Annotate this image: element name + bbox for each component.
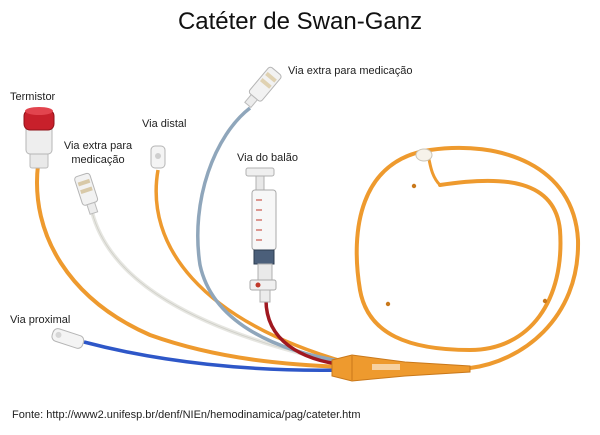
- proximal-connector: [51, 328, 85, 349]
- label-termistor: Termistor: [10, 91, 56, 103]
- label-extra-left-line2: medicação: [71, 154, 125, 166]
- balloon-tip: [415, 148, 433, 162]
- proximal-tube: [83, 340, 346, 372]
- thermistor-connector: [23, 107, 55, 169]
- label-extra-left-line1: Via extra para: [63, 140, 133, 152]
- catheter-loop-tube: [354, 145, 581, 370]
- thermistor-tube: [35, 164, 346, 369]
- extra-top-tube: [196, 106, 346, 364]
- balloon-syringe: [245, 167, 277, 303]
- label-balao: Via do balão: [237, 152, 298, 164]
- extra-left-connector: [74, 172, 99, 215]
- catheter-hub: [331, 354, 471, 382]
- label-distal: Via distal: [142, 118, 187, 130]
- distal-tube: [154, 169, 346, 364]
- balloon-tube: [264, 299, 346, 367]
- distal-connector: [150, 145, 166, 169]
- label-extra-top: Via extra para medicação: [288, 65, 413, 77]
- label-proximal: Via proximal: [10, 314, 71, 326]
- catheter-tip-tube: [426, 155, 442, 187]
- loop-marker: [411, 183, 417, 189]
- page-title: Catéter de Swan-Ganz: [177, 8, 423, 35]
- loop-marker: [542, 298, 548, 304]
- extra-left-tube: [90, 211, 346, 366]
- loop-marker: [385, 301, 391, 307]
- label-extra-left: Via extra para medicação: [58, 139, 138, 167]
- extra-top-connector: [244, 66, 282, 109]
- source-credit: Fonte: http://www2.unifesp.br/denf/NIEn/…: [12, 409, 361, 421]
